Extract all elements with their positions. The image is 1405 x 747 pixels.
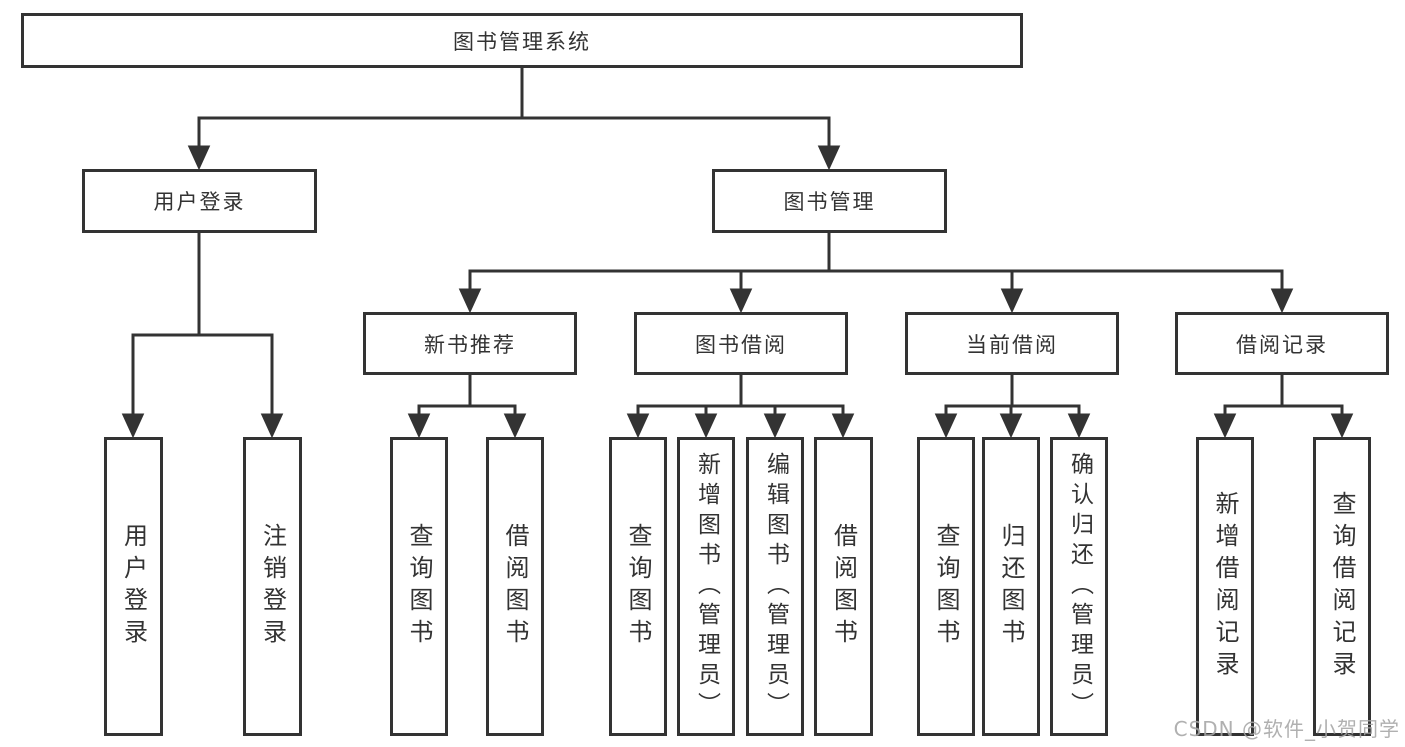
node-label: 确认归还（管理员） (1066, 451, 1093, 722)
node-label: 新书推荐 (424, 332, 516, 357)
node-label: 查询图书 (405, 522, 433, 651)
leaf-borrow-books-recommend: 借阅图书 (486, 437, 544, 736)
leaf-query-books-borrow: 查询图书 (609, 437, 667, 736)
node-label: 借阅记录 (1236, 332, 1328, 357)
node-label: 图书管理系统 (453, 29, 591, 54)
leaf-confirm-return-admin: 确认归还（管理员） (1050, 437, 1108, 736)
node-label: 当前借阅 (966, 332, 1058, 357)
csdn-watermark: CSDN @软件_小贺同学 (1173, 717, 1400, 741)
leaf-add-books-admin: 新增图书（管理员） (677, 437, 735, 736)
leaf-edit-books-admin: 编辑图书（管理员） (746, 437, 804, 736)
leaf-query-books-recommend: 查询图书 (390, 437, 448, 736)
node-label: 查询图书 (932, 522, 960, 651)
arrowhead-icons (121, 145, 1354, 439)
node-label: 图书借阅 (695, 332, 787, 357)
node-label: 新增图书（管理员） (693, 451, 720, 722)
node-label: 归还图书 (997, 522, 1025, 651)
node-label: 查询借阅记录 (1328, 490, 1356, 683)
node-label: 用户登录 (153, 190, 246, 214)
node-book-borrow: 图书借阅 (634, 312, 848, 375)
node-label: 查询图书 (624, 522, 652, 651)
node-new-book-recommend: 新书推荐 (363, 312, 577, 375)
leaf-return-books: 归还图书 (982, 437, 1040, 736)
leaf-user-login: 用户登录 (104, 437, 163, 736)
node-label: 借阅图书 (829, 522, 858, 651)
leaf-logout: 注销登录 (243, 437, 302, 736)
leaf-borrow-books: 借阅图书 (814, 437, 873, 736)
node-label: 借阅图书 (501, 522, 529, 651)
node-root-system: 图书管理系统 (21, 13, 1023, 68)
leaf-add-borrow-record: 新增借阅记录 (1196, 437, 1254, 736)
leaf-query-borrow-record: 查询借阅记录 (1313, 437, 1371, 736)
node-label: 图书管理 (783, 190, 876, 214)
node-borrow-record: 借阅记录 (1175, 312, 1389, 375)
node-label: 新增借阅记录 (1211, 490, 1239, 683)
leaf-query-books-current: 查询图书 (917, 437, 975, 736)
node-label: 编辑图书（管理员） (762, 451, 789, 722)
node-book-management: 图书管理 (712, 169, 947, 233)
node-label: 注销登录 (258, 522, 287, 651)
node-current-borrow: 当前借阅 (905, 312, 1119, 375)
node-user-login: 用户登录 (82, 169, 317, 233)
node-label: 用户登录 (119, 522, 148, 651)
